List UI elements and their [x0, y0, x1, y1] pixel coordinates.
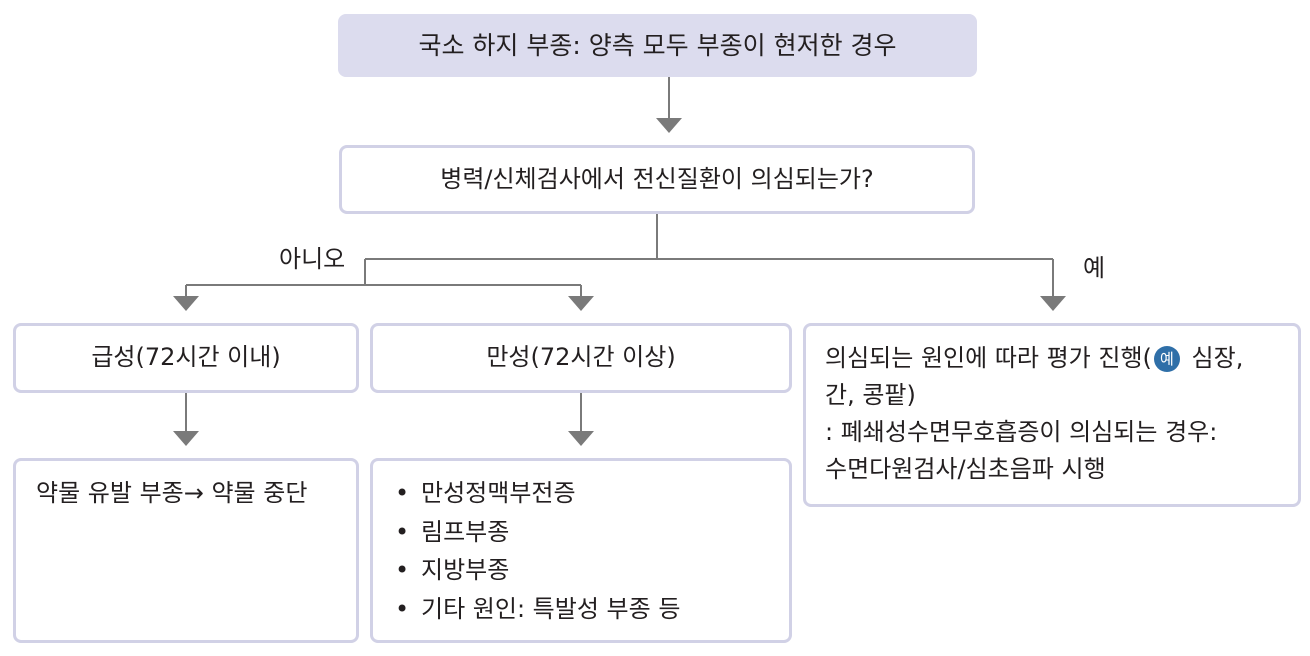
systemic-line-1: 의심되는 원인에 따라 평가 진행(예 심장, — [825, 344, 1244, 372]
chronic-box: 만성(72시간 이상) — [370, 323, 792, 393]
arrowhead-to-systemic — [1040, 296, 1066, 311]
systemic-line-4: 수면다원검사/심초음파 시행 — [825, 455, 1106, 483]
chronic-causes-box: •만성정맥부전증 •림프부종 •지방부종 •기타 원인: 특발성 부종 등 — [370, 458, 792, 643]
acute-box: 급성(72시간 이내) — [13, 323, 359, 393]
acute-title: 급성(72시간 이내) — [91, 343, 281, 372]
example-badge: 예 — [1153, 346, 1180, 372]
start-text: 국소 하지 부종: 양측 모두 부종이 현저한 경우 — [418, 31, 897, 60]
acute-result-box: 약물 유발 부종→ 약물 중단 — [13, 458, 359, 643]
decision-question-text: 병력/신체검사에서 전신질환이 의심되는가? — [440, 164, 874, 193]
arrowhead-to-chronic-causes — [568, 431, 594, 446]
list-item: •지방부종 — [373, 551, 789, 590]
branch-yes-label: 예 — [1083, 254, 1106, 282]
bullet-marker: • — [395, 517, 410, 546]
arrowhead-to-acute-result — [173, 431, 199, 446]
chronic-title: 만성(72시간 이상) — [486, 343, 676, 372]
list-item: •림프부종 — [373, 513, 789, 552]
systemic-line-2: 간, 콩팥) — [825, 381, 916, 409]
list-item: •만성정맥부전증 — [373, 474, 789, 513]
systemic-evaluation-box: 의심되는 원인에 따라 평가 진행(예 심장, 간, 콩팥) : 폐쇄성수면무호… — [803, 323, 1301, 507]
arrowhead-to-question — [656, 118, 682, 133]
list-item: •기타 원인: 특발성 부종 등 — [373, 590, 789, 629]
branch-no-label: 아니오 — [279, 245, 346, 273]
arrowhead-to-acute — [173, 296, 199, 311]
systemic-line-3: : 폐쇄성수면무호흡증이 의심되는 경우: — [825, 418, 1218, 446]
arrowhead-to-chronic — [568, 296, 594, 311]
bullet-marker: • — [395, 479, 410, 507]
decision-question-box: 병력/신체검사에서 전신질환이 의심되는가? — [339, 145, 975, 214]
chronic-causes-list: •만성정맥부전증 •림프부종 •지방부종 •기타 원인: 특발성 부종 등 — [373, 474, 789, 628]
bullet-marker: • — [395, 594, 410, 623]
start-box: 국소 하지 부종: 양측 모두 부종이 현저한 경우 — [338, 14, 977, 77]
bullet-marker: • — [395, 556, 410, 584]
acute-result-text: 약물 유발 부종→ 약물 중단 — [36, 479, 308, 507]
